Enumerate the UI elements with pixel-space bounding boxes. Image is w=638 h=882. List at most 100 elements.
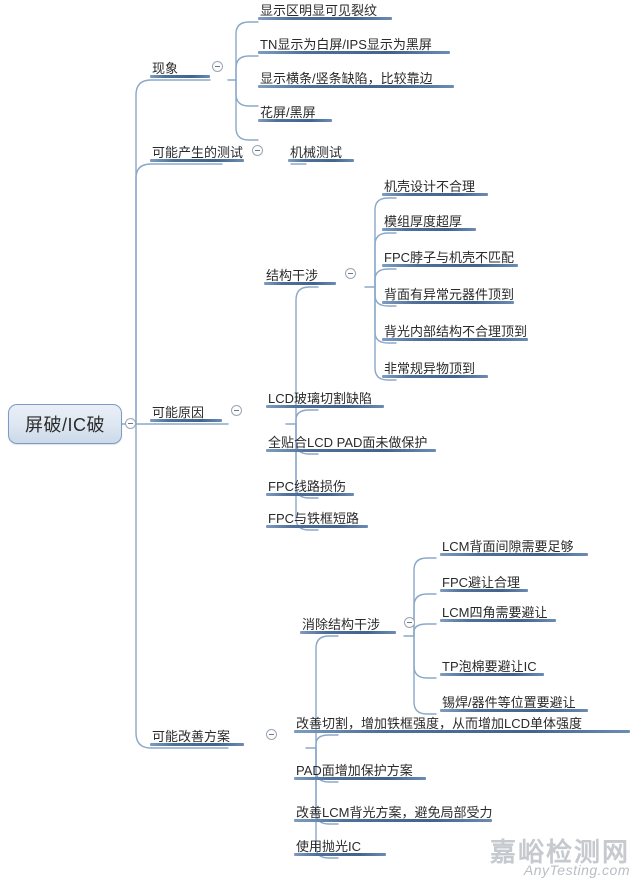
leaf-label: LCM四角需要避让 — [442, 605, 548, 620]
underline — [382, 228, 476, 231]
leaf-label: 背光内部结构不合理顶到 — [384, 324, 528, 339]
collapse-minus-icon-eliminate-interference[interactable] — [404, 617, 415, 628]
leaf-eliminate-3[interactable]: LCM四角需要避让 — [440, 606, 556, 622]
underline — [266, 449, 436, 452]
branch-phenomenon[interactable]: 现象 — [150, 62, 210, 78]
leaf-phenomenon-2[interactable]: TN显示为白屏/IPS显示为黑屏 — [258, 38, 450, 54]
underline — [258, 51, 450, 54]
underline — [382, 301, 514, 304]
leaf-improvement-2[interactable]: 改善切割，增加铁框强度，从而增加LCD单体强度 — [294, 717, 630, 733]
underline — [294, 853, 386, 856]
leaf-label: LCD玻璃切割缺陷 — [268, 391, 373, 406]
leaf-label: 模组厚度超厚 — [384, 214, 463, 229]
underline — [382, 264, 518, 267]
collapse-minus-icon-root[interactable] — [125, 418, 136, 429]
branch-possible-cause-label: 可能原因 — [152, 405, 205, 420]
underline — [258, 85, 454, 88]
leaf-cause-3[interactable]: 全贴合LCD PAD面未做保护 — [266, 436, 436, 452]
branch-possible-test[interactable]: 可能产生的测试 — [150, 146, 244, 162]
underline — [266, 405, 384, 408]
underline — [382, 375, 488, 378]
leaf-structural-3[interactable]: FPC脖子与机壳不匹配 — [382, 251, 518, 267]
underline — [300, 631, 396, 634]
underline — [150, 743, 244, 746]
leaf-phenomenon-4[interactable]: 花屏/黑屏 — [258, 106, 332, 122]
leaf-label: FPC与铁框短路 — [268, 511, 360, 526]
collapse-minus-icon-possible-improvement[interactable] — [266, 729, 277, 740]
leaf-cause-5[interactable]: FPC与铁框短路 — [266, 512, 368, 528]
branch-possible-cause[interactable]: 可能原因 — [150, 406, 222, 422]
underline — [150, 75, 210, 78]
leaf-label: 改善LCM背光方案，避免局部受力 — [296, 805, 493, 820]
leaf-improvement-4[interactable]: 改善LCM背光方案，避免局部受力 — [294, 806, 492, 822]
underline — [150, 419, 222, 422]
leaf-phenomenon-1[interactable]: 显示区明显可见裂纹 — [258, 4, 392, 20]
node-structural-interference[interactable]: 结构干涉 — [264, 269, 336, 285]
leaf-label: LCM背面间隙需要足够 — [442, 539, 574, 554]
watermark-cn: 嘉峪检测网 — [489, 837, 630, 867]
underline — [294, 819, 492, 822]
collapse-minus-icon-possible-cause[interactable] — [231, 405, 242, 416]
root-node[interactable]: 屏破/IC破 — [8, 404, 122, 444]
leaf-structural-1[interactable]: 机壳设计不合理 — [382, 180, 488, 196]
underline — [266, 525, 368, 528]
leaf-eliminate-1[interactable]: LCM背面间隙需要足够 — [440, 540, 588, 556]
leaf-label: 改善切割，增加铁框强度，从而增加LCD单体强度 — [296, 716, 583, 731]
branch-possible-improvement[interactable]: 可能改善方案 — [150, 730, 244, 746]
leaf-label: 显示横条/竖条缺陷，比较靠边 — [260, 71, 433, 86]
leaf-label: 花屏/黑屏 — [260, 105, 316, 120]
underline — [266, 493, 354, 496]
leaf-structural-6[interactable]: 非常规异物顶到 — [382, 362, 488, 378]
watermark-en: AnyTesting.com — [523, 862, 630, 878]
underline — [258, 17, 392, 20]
underline — [288, 159, 354, 162]
leaf-label: 背面有异常元器件顶到 — [384, 287, 515, 302]
leaf-label: 机壳设计不合理 — [384, 179, 476, 194]
leaf-label: 非常规异物顶到 — [384, 361, 476, 376]
node-eliminate-interference[interactable]: 消除结构干涉 — [300, 618, 396, 634]
leaf-improvement-5[interactable]: 使用抛光IC — [294, 840, 386, 856]
collapse-minus-icon-phenomenon[interactable] — [212, 61, 223, 72]
leaf-cause-4[interactable]: FPC线路损伤 — [266, 480, 354, 496]
node-label: 消除结构干涉 — [302, 617, 381, 632]
leaf-cause-2[interactable]: LCD玻璃切割缺陷 — [266, 392, 384, 408]
leaf-structural-4[interactable]: 背面有异常元器件顶到 — [382, 288, 514, 304]
leaf-label: FPC线路损伤 — [268, 479, 347, 494]
underline — [440, 619, 556, 622]
leaf-phenomenon-3[interactable]: 显示横条/竖条缺陷，比较靠边 — [258, 72, 454, 88]
underline — [382, 338, 528, 341]
leaf-label: PAD面增加保护方案 — [296, 763, 413, 778]
underline — [440, 673, 544, 676]
underline — [440, 709, 588, 712]
underline — [258, 119, 332, 122]
underline — [440, 553, 588, 556]
leaf-label: TN显示为白屏/IPS显示为黑屏 — [260, 37, 432, 52]
underline — [150, 159, 244, 162]
leaf-label: FPC脖子与机壳不匹配 — [384, 250, 515, 265]
leaf-eliminate-4[interactable]: TP泡棉要避让IC — [440, 660, 544, 676]
branch-possible-test-label: 可能产生的测试 — [152, 145, 244, 160]
leaf-label: FPC避让合理 — [442, 575, 521, 590]
node-label: 结构干涉 — [266, 268, 319, 283]
leaf-label: 锡焊/器件等位置要避让 — [442, 695, 576, 710]
leaf-label: TP泡棉要避让IC — [442, 659, 537, 674]
underline — [294, 777, 426, 780]
leaf-improvement-3[interactable]: PAD面增加保护方案 — [294, 764, 426, 780]
leaf-label: 全贴合LCD PAD面未做保护 — [268, 435, 428, 450]
leaf-possible-test-1[interactable]: 机械测试 — [288, 146, 354, 162]
leaf-structural-2[interactable]: 模组厚度超厚 — [382, 215, 476, 231]
leaf-eliminate-5[interactable]: 锡焊/器件等位置要避让 — [440, 696, 588, 712]
leaf-structural-5[interactable]: 背光内部结构不合理顶到 — [382, 325, 528, 341]
branch-phenomenon-label: 现象 — [152, 61, 179, 76]
leaf-label: 显示区明显可见裂纹 — [260, 3, 378, 18]
leaf-eliminate-2[interactable]: FPC避让合理 — [440, 576, 528, 592]
underline — [382, 193, 488, 196]
branch-possible-improvement-label: 可能改善方案 — [152, 729, 231, 744]
collapse-minus-icon-possible-test[interactable] — [252, 145, 263, 156]
collapse-minus-icon-structural-interference[interactable] — [345, 268, 356, 279]
underline — [264, 282, 336, 285]
underline — [294, 730, 630, 733]
underline — [440, 589, 528, 592]
leaf-label: 使用抛光IC — [296, 839, 362, 854]
